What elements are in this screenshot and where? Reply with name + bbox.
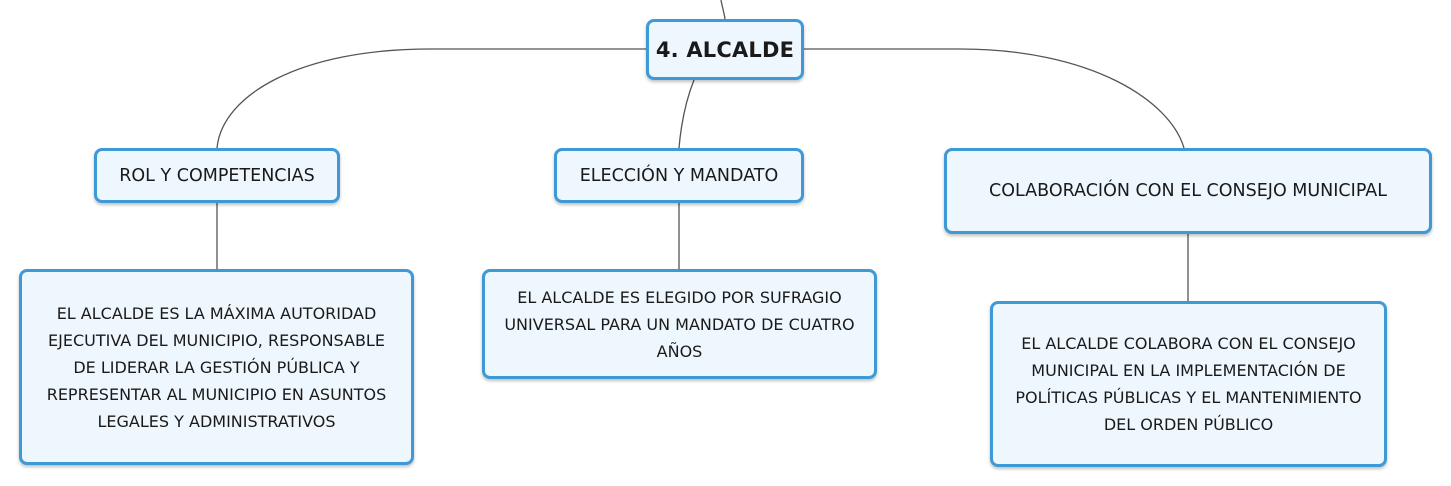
- connector-root-to-eleccion: [678, 79, 695, 149]
- topic-node-label: COLABORACIÓN CON EL CONSEJO MUNICIPAL: [989, 181, 1387, 201]
- connector-parent-to-root: [720, 0, 726, 20]
- topic-node-label: ELECCIÓN Y MANDATO: [579, 165, 779, 186]
- connector-root-to-rol: [216, 48, 646, 149]
- detail-node-rol-competencias[interactable]: EL ALCALDE ES LA MÁXIMA AUTORIDAD EJECUT…: [19, 269, 414, 465]
- detail-node-eleccion-mandato[interactable]: EL ALCALDE ES ELEGIDO POR SUFRAGIO UNIVE…: [482, 269, 877, 379]
- topic-node-eleccion-mandato[interactable]: ELECCIÓN Y MANDATO: [554, 148, 804, 203]
- topic-node-label: ROL Y COMPETENCIAS: [119, 165, 315, 186]
- detail-node-text: EL ALCALDE ES LA MÁXIMA AUTORIDAD EJECUT…: [46, 303, 387, 431]
- root-node-alcalde[interactable]: 4. ALCALDE: [646, 19, 804, 80]
- topic-node-colaboracion-consejo[interactable]: COLABORACIÓN CON EL CONSEJO MUNICIPAL: [944, 148, 1432, 234]
- detail-node-text: EL ALCALDE ES ELEGIDO POR SUFRAGIO UNIVE…: [504, 287, 855, 361]
- detail-node-colaboracion-consejo[interactable]: EL ALCALDE COLABORA CON EL CONSEJO MUNIC…: [990, 301, 1387, 467]
- connector-root-to-colaboracion: [804, 48, 1185, 149]
- root-node-label: 4. ALCALDE: [655, 37, 795, 62]
- detail-node-text: EL ALCALDE COLABORA CON EL CONSEJO MUNIC…: [1015, 334, 1362, 434]
- topic-node-rol-competencias[interactable]: ROL Y COMPETENCIAS: [94, 148, 340, 203]
